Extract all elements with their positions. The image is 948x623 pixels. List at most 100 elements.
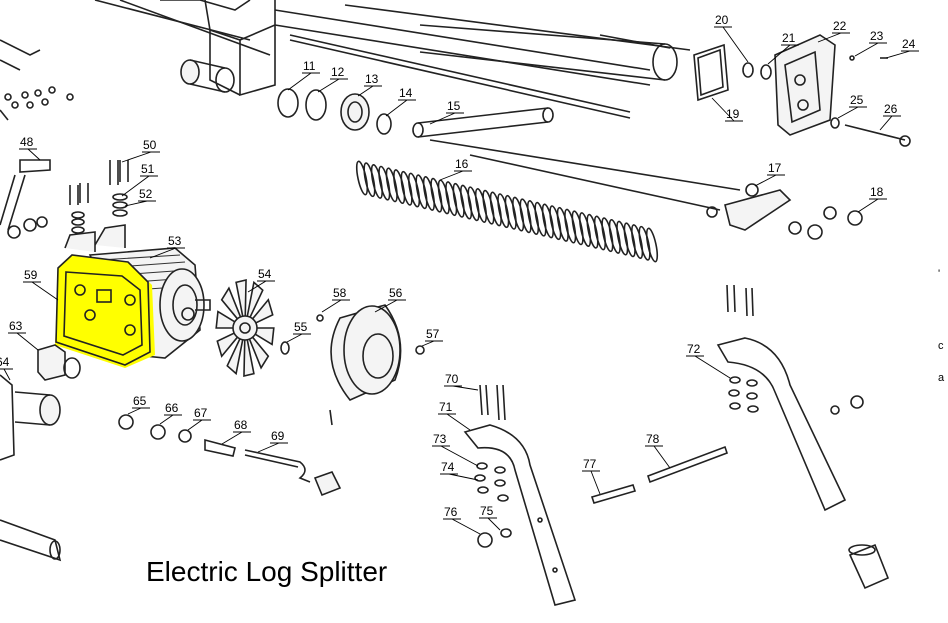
callout-53: 53 <box>168 234 182 248</box>
callout-leader-12 <box>317 78 340 93</box>
callout-leader-66 <box>159 414 174 425</box>
callout-leader-54 <box>247 280 267 293</box>
spring-16 <box>355 160 659 263</box>
callout-21: 21 <box>782 31 796 45</box>
callout-leader-19 <box>711 97 735 122</box>
bolts-50-52 <box>69 160 129 234</box>
ring-55 <box>280 341 290 355</box>
callout-leader-65 <box>127 407 142 415</box>
callout-48: 48 <box>20 135 34 149</box>
highlight-overlay <box>55 255 155 368</box>
callout-leader-24 <box>885 50 911 59</box>
callout-leader-57 <box>421 340 435 347</box>
capacitor-63 <box>37 344 81 381</box>
callout-58: 58 <box>333 286 347 300</box>
junction-box-59[interactable] <box>55 254 155 368</box>
callout-17: 17 <box>768 161 782 175</box>
fan-54 <box>215 279 275 377</box>
callout-22: 22 <box>833 19 847 33</box>
callout-leader-14 <box>385 99 408 117</box>
callout-16: 16 <box>455 157 469 171</box>
callout-19: 19 <box>726 107 740 121</box>
washers-73-76 <box>474 462 512 548</box>
callout-leader-64 <box>3 368 11 381</box>
bolts-23-26 <box>830 55 911 147</box>
rod-17 <box>429 139 792 231</box>
callout-leader-48 <box>27 148 41 161</box>
callout-leader-67 <box>187 419 203 431</box>
long-rods <box>289 4 691 119</box>
callout-67: 67 <box>194 406 208 420</box>
callout-71: 71 <box>439 400 453 414</box>
callout-77: 77 <box>583 457 597 471</box>
callout-13: 13 <box>365 72 379 86</box>
callout-73: 73 <box>433 432 447 446</box>
callout-leader-25 <box>837 106 859 119</box>
callout-23: 23 <box>870 29 884 43</box>
side-glyph-1: ' <box>938 268 941 280</box>
callout-leader-56 <box>374 299 398 313</box>
callout-74: 74 <box>441 460 455 474</box>
callout-leader-22 <box>817 32 842 43</box>
callout-leader-59 <box>31 281 59 301</box>
screw-57 <box>415 345 425 355</box>
callout-leader-15 <box>429 112 456 125</box>
callout-26: 26 <box>884 102 898 116</box>
callout-leader-20 <box>722 26 749 63</box>
callout-leader-72 <box>694 355 731 379</box>
callout-72: 72 <box>687 342 701 356</box>
gasket-19 <box>693 43 772 102</box>
callout-75: 75 <box>480 504 494 518</box>
callout-12: 12 <box>331 65 345 79</box>
callout-14: 14 <box>399 86 413 100</box>
rod-78 <box>646 445 729 484</box>
power-cable-69 <box>244 449 342 497</box>
callout-leader-58 <box>321 299 342 313</box>
callout-leader-74 <box>448 473 479 481</box>
callout-leader-70 <box>452 385 479 391</box>
bushing <box>848 543 890 590</box>
callout-leader-75 <box>487 517 501 531</box>
callout-leader-13 <box>357 85 374 97</box>
callout-leader-73 <box>440 445 479 467</box>
callout-63: 63 <box>9 319 23 333</box>
hardware-65-68 <box>118 414 236 457</box>
callout-leader-77 <box>590 470 601 495</box>
callout-66: 66 <box>165 401 179 415</box>
callout-leader-76 <box>451 518 481 535</box>
rod-77 <box>590 484 637 504</box>
callout-leader-11 <box>287 72 312 91</box>
small-hardware-left <box>0 86 74 239</box>
callout-leader-51 <box>121 175 150 197</box>
callout-leader-53 <box>149 247 177 259</box>
side-glyph-3: a <box>938 372 945 384</box>
fan-cover-56 <box>329 304 402 426</box>
callout-leader-26 <box>879 115 893 131</box>
callout-24: 24 <box>902 37 916 51</box>
callout-76: 76 <box>444 505 458 519</box>
end-plate-22 <box>774 34 836 136</box>
diagram-title: Electric Log Splitter <box>146 556 388 587</box>
callout-leader-52 <box>124 200 148 207</box>
callout-leader-68 <box>221 431 243 445</box>
callout-leader-55 <box>286 333 303 343</box>
callout-leader-69 <box>257 442 280 453</box>
side-glyph-2: c <box>938 340 944 352</box>
callout-56: 56 <box>389 286 403 300</box>
bolts-70 <box>479 384 506 421</box>
rings-11-14 <box>277 88 392 135</box>
callout-20: 20 <box>715 13 729 27</box>
screw-58 <box>316 314 324 322</box>
callout-64: 64 <box>0 355 10 369</box>
rod-15 <box>412 107 554 138</box>
callout-15: 15 <box>447 99 461 113</box>
callout-51: 51 <box>141 162 155 176</box>
callout-leader-17 <box>754 174 777 187</box>
callout-55: 55 <box>294 320 308 334</box>
callout-leader-50 <box>121 151 152 163</box>
callout-68: 68 <box>234 418 248 432</box>
callout-leader-23 <box>854 42 879 57</box>
nuts-18 <box>788 206 863 240</box>
callout-25: 25 <box>850 93 864 107</box>
